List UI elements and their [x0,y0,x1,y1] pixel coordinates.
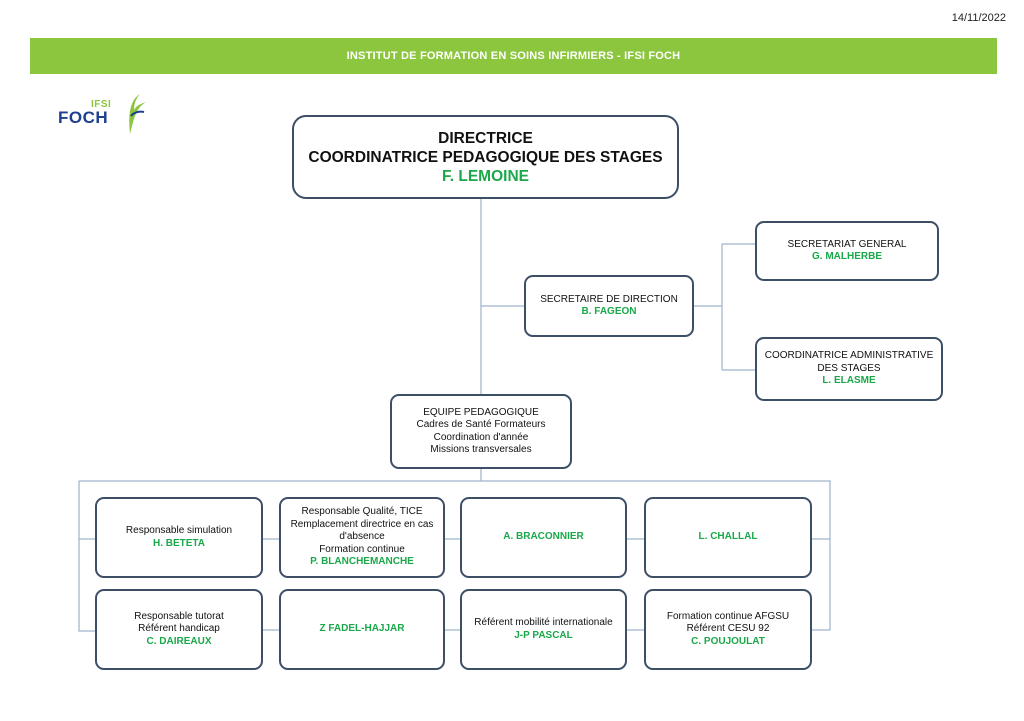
coordadmin-box: COORDINATRICE ADMINISTRATIVE DES STAGES … [755,337,943,401]
team-box: EQUIPE PEDAGOGIQUE Cadres de Santé Forma… [390,394,572,469]
secretary-role: SECRETAIRE DE DIRECTION [540,293,678,305]
member-role: d'absence [339,531,385,543]
institute-banner: INSTITUT DE FORMATION EN SOINS INFIRMIER… [30,38,997,74]
ifsi-foch-logo: IFSI FOCH [58,92,148,140]
logo-ifsi-text: IFSI [91,99,112,110]
member-role: Responsable tutorat [134,610,224,622]
coordadmin-role-2: DES STAGES [817,362,881,374]
connector-team-bus [79,468,482,482]
general-name: G. MALHERBE [812,251,882,262]
team-role-2: Cadres de Santé Formateurs [416,419,546,430]
member-box-challal: L. CHALLAL [644,497,812,578]
member-name: J-P PASCAL [514,629,573,641]
member-name: Z FADEL-HAJJAR [319,623,405,635]
director-name: F. LEMOINE [442,167,529,185]
member-name: C. DAIREAUX [146,635,212,647]
member-name: P. BLANCHEMANCHE [310,556,414,568]
team-role-3: Coordination d'année [433,431,529,443]
director-role-1: DIRECTRICE [438,129,533,147]
member-box-braconnier: A. BRACONNIER [460,497,627,578]
connector-right-drop [481,480,831,631]
team-role-4: Missions transversales [430,444,532,455]
logo-foch-text: FOCH [58,108,109,127]
member-box-poujoulat: Formation continue AFGSU Référent CESU 9… [644,589,812,670]
member-name: L. CHALLAL [698,531,758,543]
member-role: Remplacement directrice en cas [290,518,434,530]
print-date: 14/11/2022 [951,12,1006,24]
member-role: Responsable Qualité, TICE [301,506,423,518]
member-box-blanchemanche: Responsable Qualité, TICE Remplacement d… [279,497,445,578]
coordadmin-role-1: COORDINATRICE ADMINISTRATIVE [764,350,934,362]
coordadmin-name: L. ELASME [822,375,876,387]
member-name: H. BETETA [152,537,206,549]
secretary-name: B. FAGEON [581,306,637,317]
general-secretariat-box: SECRETARIAT GENERAL G. MALHERBE [755,221,939,281]
member-role: Référent CESU 92 [686,623,770,635]
director-box: DIRECTRICE COORDINATRICE PEDAGOGIQUE DES… [292,115,679,199]
leaf-swoosh-icon [129,94,146,134]
member-box-pascal: Référent mobilité internationale J-P PAS… [460,589,627,670]
team-role-1: EQUIPE PEDAGOGIQUE [423,406,539,418]
member-role: Responsable simulation [125,525,233,536]
connector-left-bus [78,481,95,632]
director-role-2: COORDINATRICE PEDAGOGIQUE DES STAGES [308,148,663,166]
member-box-fadel-hajjar: Z FADEL-HAJJAR [279,589,445,670]
member-role: Formation continue [319,543,405,555]
member-name: A. BRACONNIER [503,531,584,543]
member-role: Référent mobilité internationale [474,617,613,628]
member-role: Référent handicap [138,623,220,635]
member-box-beteta: Responsable simulation H. BETETA [95,497,263,578]
member-box-daireaux: Responsable tutorat Référent handicap C.… [95,589,263,670]
general-role: SECRETARIAT GENERAL [787,238,907,250]
secretary-box: SECRETAIRE DE DIRECTION B. FAGEON [524,275,694,337]
member-role: Formation continue AFGSU [666,610,790,622]
member-name: C. POUJOULAT [691,635,765,647]
